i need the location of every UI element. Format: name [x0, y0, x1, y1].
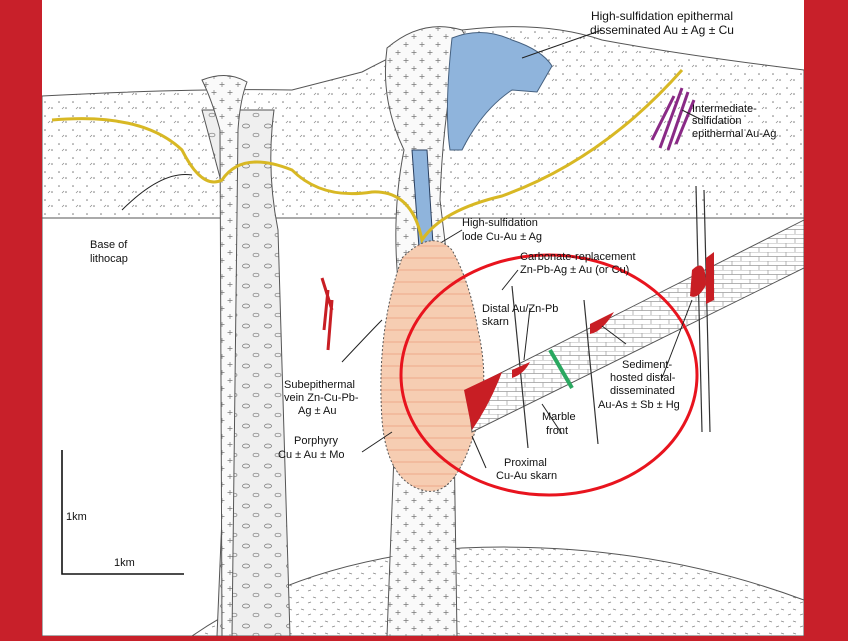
- label-base-lithocap-1: Base of: [90, 239, 128, 251]
- label-high-sulf-epithermal-2: disseminated Au ± Ag ± Cu: [590, 23, 734, 37]
- slide-header-bar-right: [804, 0, 848, 64]
- label-subepithermal-vein-2: vein Zn-Cu-Pb-: [284, 392, 359, 404]
- label-sediment-hosted-4: Au-As ± Sb ± Hg: [598, 399, 680, 411]
- scale-bar-horizontal-label: 1km: [114, 557, 135, 569]
- label-sediment-hosted-2: hosted distal-: [610, 372, 676, 384]
- scale-bar-vertical-label: 1km: [66, 511, 87, 523]
- label-sediment-hosted-1: Sediment-: [622, 359, 672, 371]
- label-intermediate-sulf-3: epithermal Au-Ag: [692, 128, 776, 140]
- geology-cross-section-figure: High-sulfidation epithermal disseminated…: [42, 0, 804, 636]
- label-carbonate-replacement-2: Zn-Pb-Ag ± Au (or Cu): [520, 264, 629, 276]
- label-subepithermal-vein-3: Ag ± Au: [298, 405, 336, 417]
- label-intermediate-sulf-2: sulfidation: [692, 115, 742, 127]
- label-sediment-hosted-3: disseminated: [610, 385, 675, 397]
- label-high-sulf-lode-1: High-sulfidation: [462, 217, 538, 229]
- cross-section-diagram: High-sulfidation epithermal disseminated…: [42, 0, 804, 636]
- label-subepithermal-vein-1: Subepithermal: [284, 379, 355, 391]
- label-distal-skarn-2: skarn: [482, 316, 509, 328]
- label-porphyry-1: Porphyry: [294, 435, 339, 447]
- label-proximal-skarn-2: Cu-Au skarn: [496, 470, 557, 482]
- label-marble-front-1: Marble: [542, 411, 576, 423]
- slide-header-bar-left: [0, 0, 42, 64]
- label-porphyry-2: Cu ± Au ± Mo: [278, 449, 345, 461]
- label-marble-front-2: front: [546, 425, 568, 437]
- label-distal-skarn-1: Distal Au/Zn-Pb: [482, 303, 558, 315]
- label-carbonate-replacement-1: Carbonate-replacement: [520, 251, 636, 263]
- label-high-sulf-epithermal-1: High-sulfidation epithermal: [591, 9, 733, 23]
- sediment-hosted-ore: [706, 252, 714, 304]
- label-intermediate-sulf-1: Intermediate-: [692, 103, 757, 115]
- label-proximal-skarn-1: Proximal: [504, 457, 547, 469]
- label-high-sulf-lode-2: lode Cu-Au ± Ag: [462, 231, 542, 243]
- label-base-lithocap-2: lithocap: [90, 253, 128, 265]
